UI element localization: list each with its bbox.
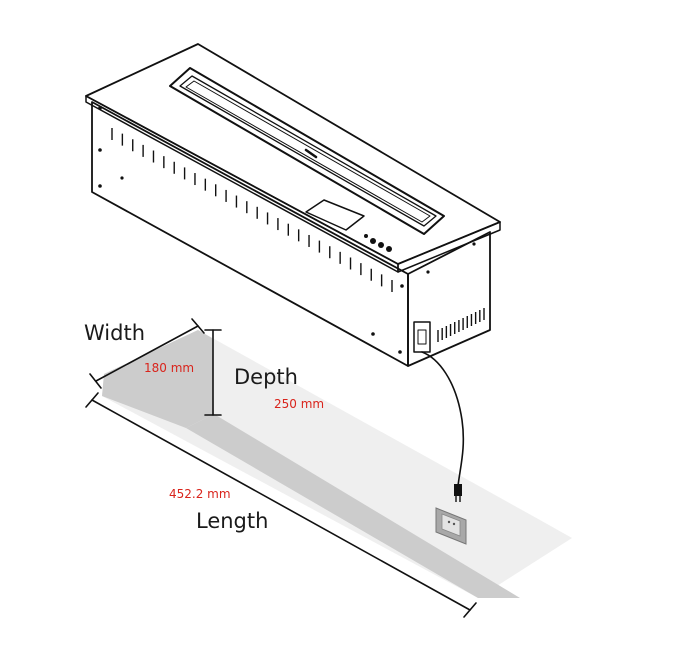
- width-dimension: [89, 318, 205, 389]
- control-display: [305, 199, 365, 231]
- front-vent-slots: [111, 128, 393, 292]
- depth-measurement: 250 mm: [274, 397, 324, 411]
- length-dimension: [85, 392, 477, 618]
- power-inlet: [413, 321, 431, 353]
- body-screws: [98, 106, 476, 354]
- wall-socket: [435, 507, 467, 545]
- depth-dimension: [204, 329, 222, 416]
- width-label: Width: [84, 321, 145, 345]
- length-label: Length: [196, 509, 268, 533]
- fireplace-insert: [85, 43, 501, 367]
- burner-slot: [169, 67, 445, 235]
- power-plug: [454, 484, 462, 502]
- depth-label: Depth: [234, 365, 298, 389]
- top-plate: [85, 43, 501, 265]
- end-vent-slots: [437, 308, 485, 342]
- control-buttons: [364, 234, 392, 252]
- footprint-shadow-strip: [186, 414, 520, 598]
- end-body: [407, 231, 491, 367]
- power-cable: [421, 351, 465, 487]
- length-measurement: 452.2 mm: [169, 487, 231, 501]
- width-measurement: 180 mm: [144, 361, 194, 375]
- footprint-shadow-area: [102, 330, 214, 428]
